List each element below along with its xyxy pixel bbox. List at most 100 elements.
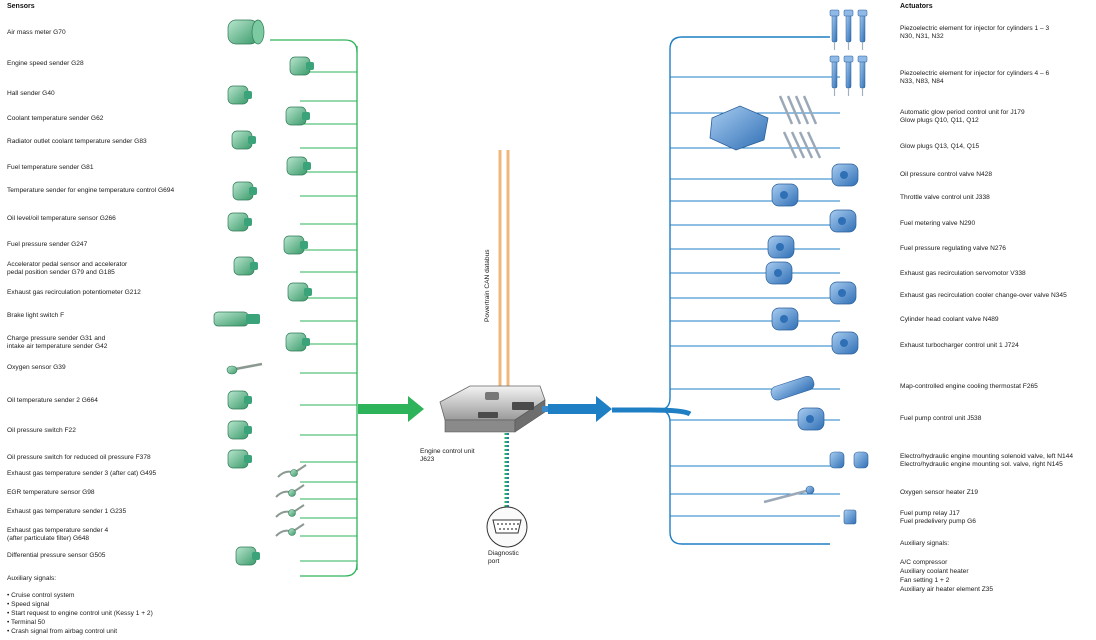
engine-temp-sender-icon <box>232 181 257 201</box>
engine-control-unit-icon <box>439 385 548 433</box>
differential-pressure-sensor-icon <box>235 546 260 566</box>
sensor-branch-line <box>300 563 358 577</box>
actuator-label: Glow plugs Q13, Q14, Q15 <box>900 143 980 150</box>
sensor-label: Oil pressure switch F22 <box>7 427 76 434</box>
actuator-label: Cylinder head coolant valve N489 <box>900 316 999 323</box>
sensor-label: Air mass meter G70 <box>7 29 66 36</box>
actuator-label: Piezoelectric element for injector for c… <box>900 25 1050 40</box>
sensor-label: Fuel pressure sender G247 <box>7 241 88 248</box>
oxygen-sensor-icon <box>226 362 263 375</box>
sensor-label: Differential pressure sensor G505 <box>7 552 106 559</box>
actuator-label: Oxygen sensor heater Z19 <box>900 489 979 496</box>
sensor-label: Engine speed sender G28 <box>7 60 84 67</box>
actuator-label: Automatic glow period control unit for J… <box>900 109 1025 124</box>
egr-potentiometer-icon <box>287 282 312 302</box>
thermostat-icon <box>770 375 815 401</box>
egr-servomotor-icon <box>765 261 793 285</box>
actuator-label: Fuel metering valve N290 <box>900 220 976 227</box>
sensor-label: Charge pressure sender G31 and intake ai… <box>7 335 108 350</box>
reduced-oil-pressure-switch-icon <box>227 449 252 469</box>
accelerator-pedal-sensor-icon <box>233 256 258 276</box>
sensor-label: Accelerator pedal sensor and accelerator… <box>7 261 128 276</box>
actuator-label: Oil pressure control valve N428 <box>900 171 992 178</box>
actuator-label: Fuel pressure regulating valve N276 <box>900 245 1006 252</box>
sensor-label: Brake light switch F <box>7 312 65 319</box>
sensors-header: Sensors <box>7 3 35 10</box>
actuator-trunk-upper <box>657 36 830 411</box>
throttle-valve-icon <box>771 183 799 207</box>
actuator-flow-arrow <box>548 396 612 422</box>
oil-pressure-valve-icon <box>831 163 859 187</box>
actuator-aux-item: Auxiliary coolant heater <box>900 568 969 575</box>
fuel-pressure-sender-icon <box>283 235 308 255</box>
actuator-label: Piezoelectric element for injector for c… <box>900 70 1050 85</box>
sensor-aux-item: • Start request to engine control unit (… <box>7 610 153 617</box>
charge-pressure-sender-icon <box>285 332 310 352</box>
oil-level-sensor-icon <box>227 212 252 232</box>
can-bus-label: Powertrain CAN databus <box>484 249 491 322</box>
actuator-label: Throttle valve control unit J338 <box>900 194 990 201</box>
diagnostic-port-label: Diagnostic port <box>488 550 519 565</box>
actuator-label: Fuel pump control unit J538 <box>900 415 982 422</box>
injectors-4-6-icon <box>829 55 868 96</box>
sensor-label: Radiator outlet coolant temperature send… <box>7 138 147 145</box>
radiator-temp-sender-icon <box>231 130 256 150</box>
actuator-label: Exhaust turbocharger control unit 1 J724 <box>900 342 1019 349</box>
fuel-pump-relay-icon <box>843 509 857 525</box>
fuel-metering-valve-icon <box>829 209 857 233</box>
actuator-main-connector <box>612 407 692 417</box>
sensor-aux-item: • Cruise control system <box>7 592 75 599</box>
actuator-label: Exhaust gas recirculation cooler change-… <box>900 292 1067 299</box>
engine-speed-sender-icon <box>289 56 314 76</box>
egr-temp-sensor-icon <box>275 484 305 498</box>
actuator-label: Exhaust gas recirculation servomotor V33… <box>900 270 1026 277</box>
sensor-label: Coolant temperature sender G62 <box>7 115 104 122</box>
sensor-label: Oil temperature sender 2 G664 <box>7 397 98 404</box>
hall-sender-icon <box>227 85 252 105</box>
sensor-branch-line <box>270 39 358 53</box>
oil-temp-sender-icon <box>227 390 252 410</box>
actuator-aux-item: A/C compressor <box>900 559 948 566</box>
fuel-pressure-regulating-valve-icon <box>767 235 795 259</box>
sensor-flow-arrow <box>358 396 424 422</box>
sensor-label: Exhaust gas temperature sender 1 G235 <box>7 508 127 515</box>
sensor-label: Oil pressure switch for reduced oil pres… <box>7 454 151 461</box>
brake-light-switch-icon <box>213 311 260 327</box>
exhaust-temp-sender-4-icon <box>275 523 305 537</box>
sensor-label: Exhaust gas temperature sender 4 (after … <box>7 527 109 542</box>
sensor-label: EGR temperature sensor G98 <box>7 489 95 496</box>
fuel-pump-control-unit-icon <box>797 407 825 431</box>
sensor-bus <box>270 39 358 577</box>
sensor-label: Oxygen sensor G39 <box>7 364 66 371</box>
engine-mounting-valves-icon <box>829 451 869 469</box>
cylinder-head-coolant-valve-icon <box>771 307 799 331</box>
sensor-label: Fuel temperature sender G81 <box>7 164 94 171</box>
actuators-header: Actuators <box>900 3 933 10</box>
sensor-label: Exhaust gas recirculation potentiometer … <box>7 289 141 296</box>
glow-plugs-2-icon <box>782 131 822 159</box>
sensor-label: Oil level/oil temperature sensor G266 <box>7 215 116 222</box>
actuator-label: Map-controlled engine cooling thermostat… <box>900 383 1038 390</box>
sensor-aux-title: Auxiliary signals: <box>7 575 57 582</box>
glow-control-unit-icon <box>709 105 769 151</box>
glow-plugs-1-icon <box>778 95 818 125</box>
actuator-aux-item: Auxiliary air heater element Z35 <box>900 586 994 593</box>
actuator-aux-item: Fan setting 1 + 2 <box>900 577 950 584</box>
air-mass-meter-icon <box>227 19 265 45</box>
egr-cooler-valve-icon <box>829 281 857 305</box>
sensor-aux-item: • Terminal 50 <box>7 619 46 626</box>
sensor-aux-item: • Speed signal <box>7 601 50 608</box>
actuator-label: Fuel pump relay J17 Fuel predelivery pum… <box>900 510 976 525</box>
diagnostic-port-icon <box>486 506 528 548</box>
exhaust-temp-sender-1-icon <box>275 504 305 518</box>
actuator-aux-title: Auxiliary signals: <box>900 540 950 547</box>
sensor-label: Exhaust gas temperature sender 3 (after … <box>7 470 157 477</box>
oxygen-sensor-heater-icon <box>763 485 815 504</box>
oil-pressure-switch-icon <box>227 420 252 440</box>
injectors-1-3-icon <box>829 9 868 50</box>
sensor-label: Temperature sender for engine temperatur… <box>7 187 175 194</box>
ecu-label: Engine control unit J623 <box>420 448 475 463</box>
exhaust-temp-sender-3-icon <box>277 464 307 478</box>
sensor-label: Hall sender G40 <box>7 90 55 97</box>
